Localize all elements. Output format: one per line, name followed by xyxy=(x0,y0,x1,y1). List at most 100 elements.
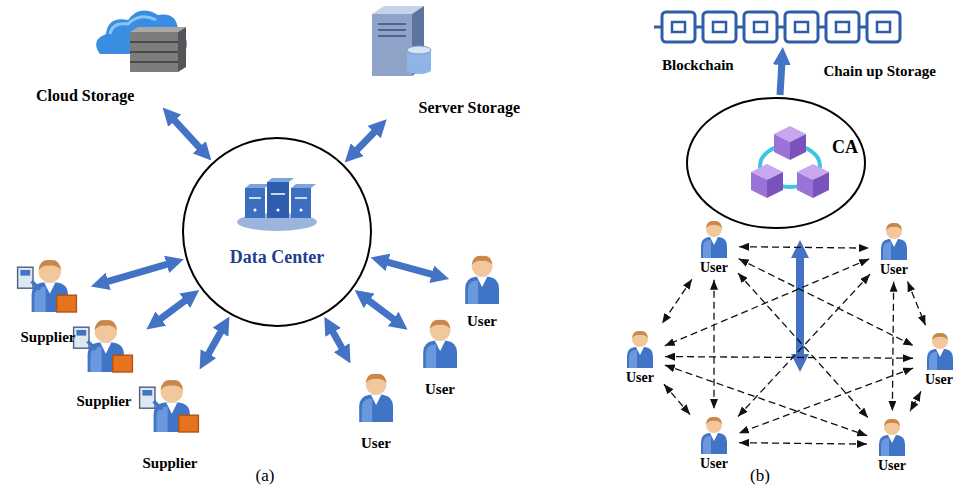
figure-label: (b) xyxy=(750,466,770,486)
data-center-icon xyxy=(245,188,265,218)
user-icon xyxy=(359,221,953,456)
user-icon xyxy=(465,256,499,304)
server-icon xyxy=(407,46,431,54)
node-label: Supplier xyxy=(8,328,88,346)
ca-cubes-icon xyxy=(751,126,829,198)
icon-space xyxy=(692,216,736,260)
server-icon xyxy=(378,29,406,31)
icon-node: Server Storage xyxy=(368,4,520,117)
node-label: User xyxy=(692,260,736,277)
blockchain-icon xyxy=(654,12,900,42)
icon-space xyxy=(916,328,962,372)
dashed-arrow xyxy=(662,279,692,323)
node-label: User xyxy=(618,370,662,387)
dashed-arrow xyxy=(892,282,893,411)
dashed-arrow xyxy=(713,280,714,409)
ca-cubes-icon xyxy=(797,164,829,198)
blockchain-icon xyxy=(859,12,900,42)
node-label: Server Storage xyxy=(368,98,520,117)
dashed-arrow xyxy=(665,357,913,359)
data-center-circle: Data Center xyxy=(182,137,372,327)
server-icon xyxy=(372,6,431,76)
data-center-icon xyxy=(277,209,280,212)
data-center-icon xyxy=(271,193,285,195)
server-icon xyxy=(378,23,406,25)
cloud-icon xyxy=(130,61,178,63)
node-label: User xyxy=(452,312,512,330)
dashed-arrow xyxy=(908,282,926,326)
icon-node: User xyxy=(452,246,512,330)
icon-node: Supplier xyxy=(128,372,212,472)
data-center-icon xyxy=(245,184,270,188)
icon-node: User xyxy=(870,414,914,475)
data-center-icon xyxy=(237,178,317,231)
node-label: User xyxy=(346,434,406,452)
icon-space xyxy=(128,372,212,454)
block-arrow xyxy=(380,260,439,276)
icon-node: Cloud Storage xyxy=(36,8,196,105)
node-label: User xyxy=(692,456,736,473)
cloud-icon xyxy=(178,27,186,72)
block-arrow xyxy=(169,115,204,153)
dashed-arrow xyxy=(738,274,870,416)
node-label: User xyxy=(872,262,916,279)
node-outline xyxy=(686,97,866,229)
node-label: User xyxy=(916,372,962,389)
block-arrow xyxy=(363,296,400,324)
block-arrow xyxy=(780,57,782,95)
supplier-icon xyxy=(18,260,77,312)
data-center-icon xyxy=(267,182,289,218)
user-icon xyxy=(423,320,457,368)
user-icon xyxy=(359,374,393,422)
node-label: CA xyxy=(832,137,858,159)
blockchain-node: Blockchain xyxy=(660,10,908,44)
user-icon xyxy=(627,331,653,368)
icon-node: User xyxy=(410,310,470,398)
icon-node: User xyxy=(692,216,736,277)
icon-space xyxy=(36,8,196,86)
icon-space xyxy=(410,310,470,380)
block-arrow xyxy=(352,126,380,155)
ca-network-arrow xyxy=(796,250,804,362)
node-outline xyxy=(687,98,865,228)
data-center-icon xyxy=(267,178,294,182)
icon-node: User xyxy=(618,326,662,387)
dashed-arrow xyxy=(665,365,867,436)
node-label: Blockchain xyxy=(662,56,734,74)
data-center-icon xyxy=(291,184,316,188)
user-icon xyxy=(701,417,727,454)
data-center-icon xyxy=(295,197,307,199)
blockchain-icon xyxy=(654,12,695,42)
icon-space xyxy=(8,252,88,328)
block-arrow xyxy=(154,296,191,323)
node-outline xyxy=(182,137,372,327)
data-center-icon xyxy=(249,197,261,199)
user-icon xyxy=(879,419,905,456)
block-arrow xyxy=(100,262,174,284)
node-label: User xyxy=(410,380,470,398)
block-arrow xyxy=(205,325,225,360)
user-icon xyxy=(927,333,953,370)
supplier-icon xyxy=(140,380,199,432)
server-icon xyxy=(372,14,412,76)
icon-space xyxy=(64,312,144,392)
icon-space xyxy=(872,218,916,262)
data-center-icon xyxy=(300,209,303,212)
server-icon xyxy=(378,35,406,37)
cloud-icon xyxy=(130,51,178,53)
icon-node: User xyxy=(916,328,962,389)
dashed-arrow xyxy=(910,391,921,411)
dashed-arrow xyxy=(664,384,690,414)
icon-node: Supplier xyxy=(8,252,88,346)
blockchain-icon xyxy=(736,12,777,42)
figure-label: (a) xyxy=(256,466,275,486)
ca-cubes-icon xyxy=(774,126,806,160)
icon-space xyxy=(368,4,520,98)
edge-label: Chain up Storage xyxy=(821,63,938,80)
cloud-icon xyxy=(130,41,178,43)
dashed-arrow xyxy=(739,368,913,433)
node-label: User xyxy=(870,458,914,475)
cloud-icon xyxy=(130,32,178,72)
data-center-icon xyxy=(254,209,257,212)
